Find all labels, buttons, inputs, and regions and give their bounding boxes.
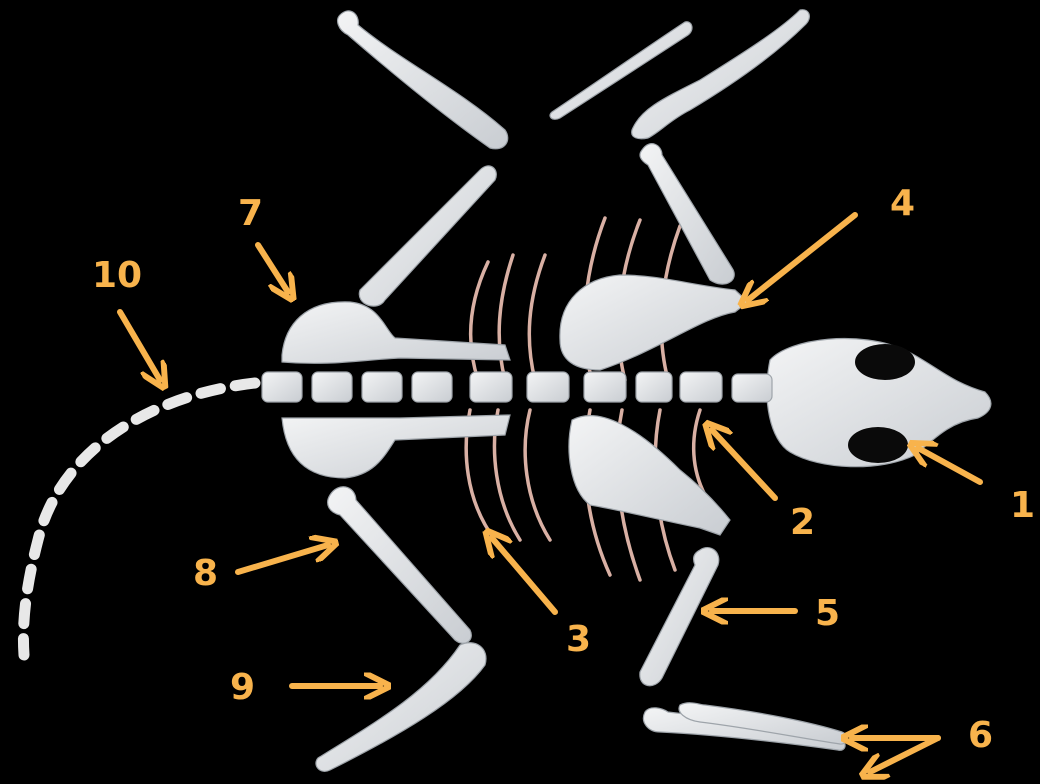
tibia-lower	[316, 643, 486, 772]
arrow-10	[120, 312, 160, 380]
eye-socket-lower	[848, 427, 908, 463]
arrow-4	[748, 215, 855, 300]
pelvis-upper	[282, 302, 510, 363]
arrow-1	[918, 448, 980, 482]
femur-lower	[328, 487, 472, 643]
humerus-lower	[640, 548, 719, 686]
arrow-6b	[870, 738, 938, 772]
bones	[262, 10, 991, 772]
humerus-upper	[640, 144, 734, 284]
arrow-7	[258, 245, 288, 292]
label-1: 1	[1010, 488, 1035, 524]
label-9: 9	[230, 670, 255, 706]
arrow-2	[712, 430, 775, 498]
arrow-3	[492, 538, 555, 612]
ulna-upper	[632, 10, 810, 139]
eye-socket-upper	[855, 344, 915, 380]
arrow-8	[238, 545, 328, 572]
femur-upper	[359, 166, 496, 306]
vertebral-column	[262, 372, 772, 402]
label-8: 8	[193, 556, 218, 592]
label-2: 2	[790, 505, 815, 541]
scapula-lower	[569, 416, 730, 535]
label-4: 4	[890, 186, 915, 222]
scapula-upper	[560, 275, 748, 370]
label-5: 5	[815, 596, 840, 632]
label-10: 10	[92, 258, 142, 294]
pelvis-lower	[282, 415, 510, 478]
label-3: 3	[566, 622, 591, 658]
label-6: 6	[968, 718, 993, 754]
label-7: 7	[238, 196, 263, 232]
tibia-upper	[338, 11, 508, 149]
tail-guide	[23, 383, 255, 655]
